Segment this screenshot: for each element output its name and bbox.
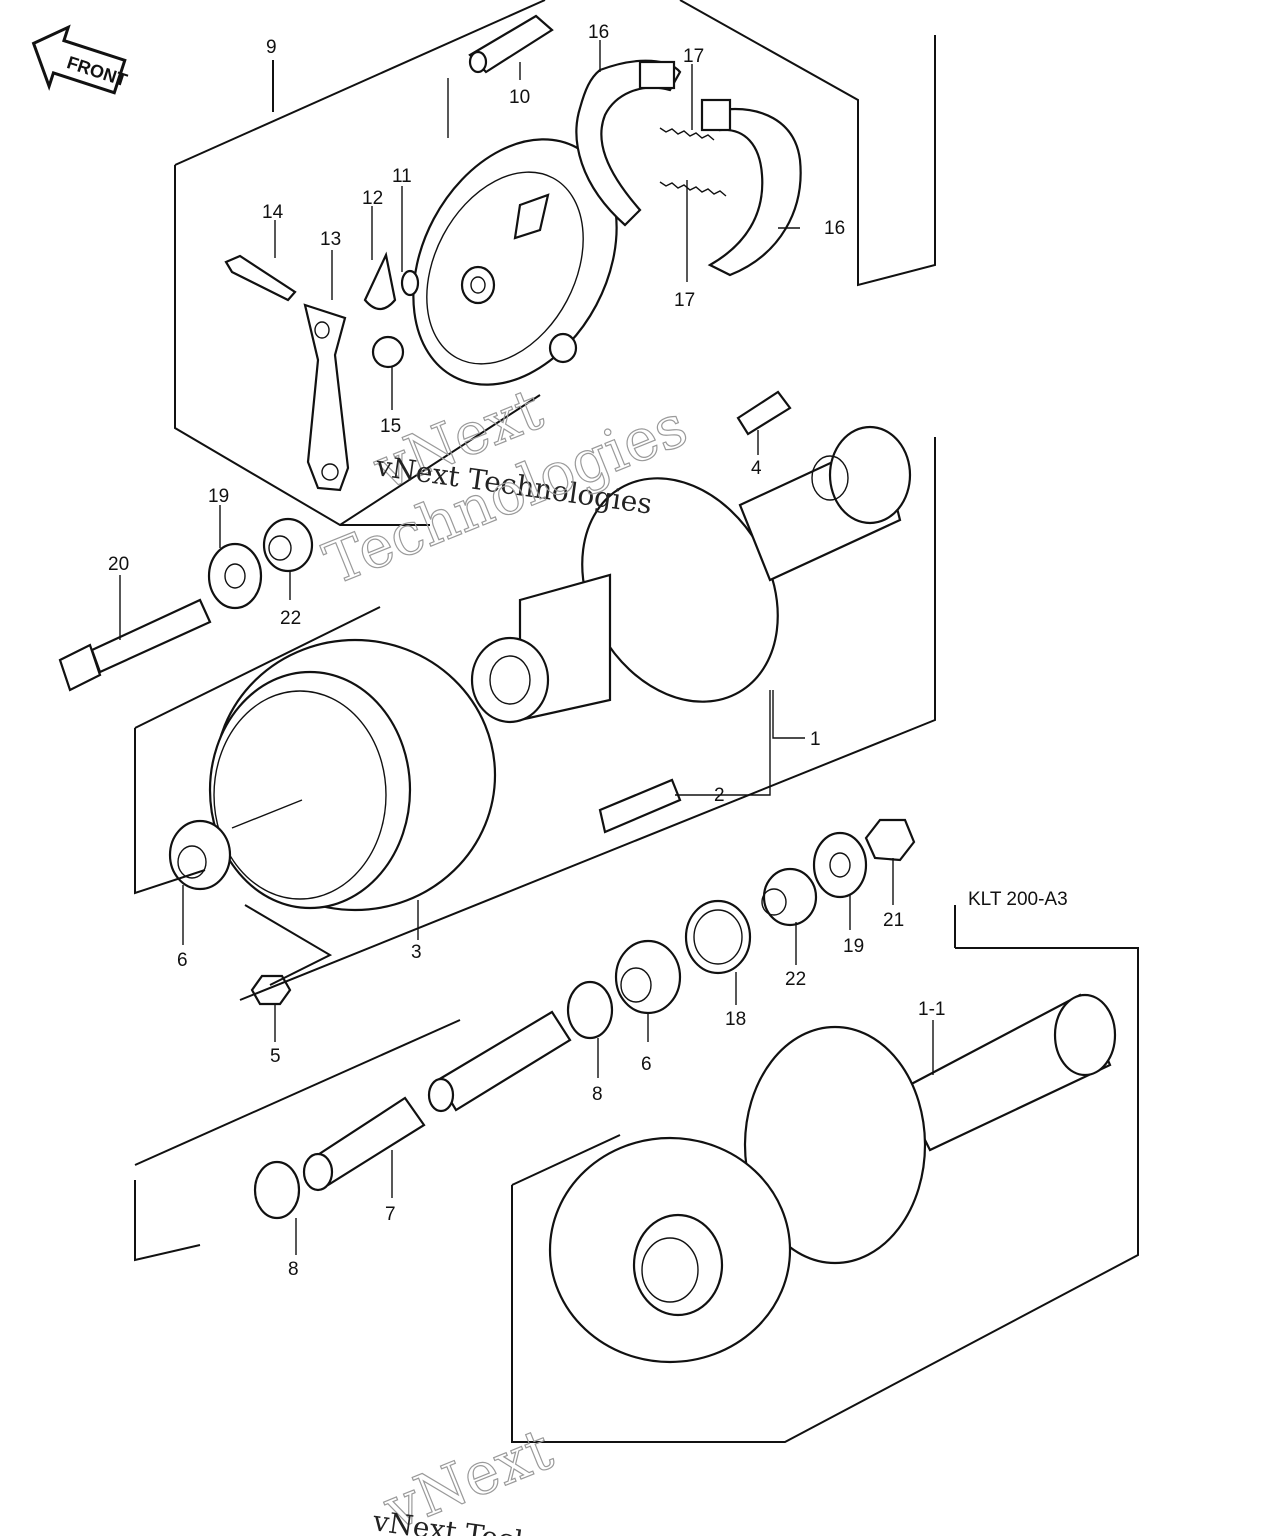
axle-bolt	[58, 598, 212, 692]
brake-panel-assembly-outline	[174, 0, 936, 527]
klt-hub	[548, 993, 1117, 1364]
collar-upper	[262, 517, 314, 573]
hub-group-outline	[134, 437, 936, 1001]
klt-hub-inset-outline	[511, 905, 1139, 1443]
callout-5: 5	[270, 1046, 281, 1067]
o-ring	[400, 269, 420, 297]
bearing-lower	[614, 939, 682, 1015]
hub-stud-lower	[598, 690, 771, 834]
callout-21: 21	[883, 910, 904, 931]
axle-nut	[864, 818, 916, 862]
callout-11: 11	[392, 166, 412, 187]
callout-19-upper: 19	[208, 486, 229, 507]
circlip-upper	[566, 980, 614, 1040]
callout-9: 9	[266, 37, 277, 58]
leader-lines	[119, 40, 934, 1255]
brake-spring-lower	[659, 181, 727, 197]
spacer-short	[302, 1096, 426, 1192]
callout-10: 10	[509, 87, 530, 108]
callout-1-1: 1-1	[918, 999, 945, 1020]
callout-22-upper: 22	[280, 608, 301, 629]
callout-17-upper: 17	[683, 46, 704, 67]
callout-17-lower: 17	[674, 290, 695, 311]
lower-group-outline	[134, 1019, 461, 1262]
washer-lower	[812, 831, 868, 899]
hub-stud-upper	[736, 390, 792, 436]
oil-seal	[684, 899, 752, 975]
brake-camshaft	[447, 14, 554, 138]
callout-3: 3	[411, 942, 422, 963]
callout-labels: 9 10 16 17 11 12 14 13 16 17 15 4 19 20 …	[108, 22, 1068, 1280]
washer-upper	[207, 542, 263, 610]
collar-lower	[761, 867, 818, 927]
brake-shoe-lower	[700, 98, 802, 277]
callout-15: 15	[380, 416, 401, 437]
callout-16-upper: 16	[588, 22, 609, 43]
brake-spring-upper	[659, 127, 715, 141]
callout-2: 2	[714, 785, 725, 806]
callout-13: 13	[320, 229, 341, 250]
wear-indicator	[363, 251, 397, 311]
circlip-lower	[253, 1160, 301, 1220]
callout-7: 7	[385, 1204, 396, 1225]
bearing-upper	[168, 819, 232, 891]
brake-cam-lever	[303, 303, 350, 492]
callout-12: 12	[362, 188, 383, 209]
lever-nut	[371, 335, 405, 369]
callout-4: 4	[751, 458, 762, 479]
callout-22-lower: 22	[785, 969, 806, 990]
watermark-5: vNext Technologies	[370, 1504, 651, 1536]
callout-14: 14	[262, 202, 284, 223]
callout-6-upper: 6	[177, 950, 188, 971]
callout-1: 1	[810, 729, 821, 750]
spacer-long	[427, 1010, 572, 1113]
wheel-drum	[208, 638, 497, 912]
brake-panel	[412, 138, 618, 386]
wheel-hub	[470, 425, 912, 724]
callout-16-lower: 16	[824, 218, 845, 239]
axle-nut-small	[250, 974, 292, 1006]
front-arrow-badge: FRONT	[31, 24, 130, 95]
model-label: KLT 200-A3	[968, 889, 1068, 910]
callout-19-lower: 19	[843, 936, 864, 957]
callout-6-lower: 6	[641, 1054, 652, 1075]
callout-8-upper: 8	[592, 1084, 603, 1105]
brake-shoe-upper	[575, 59, 682, 227]
callout-18: 18	[725, 1009, 746, 1030]
callout-20: 20	[108, 554, 129, 575]
lever-bolt	[224, 254, 297, 302]
callout-8-lower: 8	[288, 1259, 299, 1280]
